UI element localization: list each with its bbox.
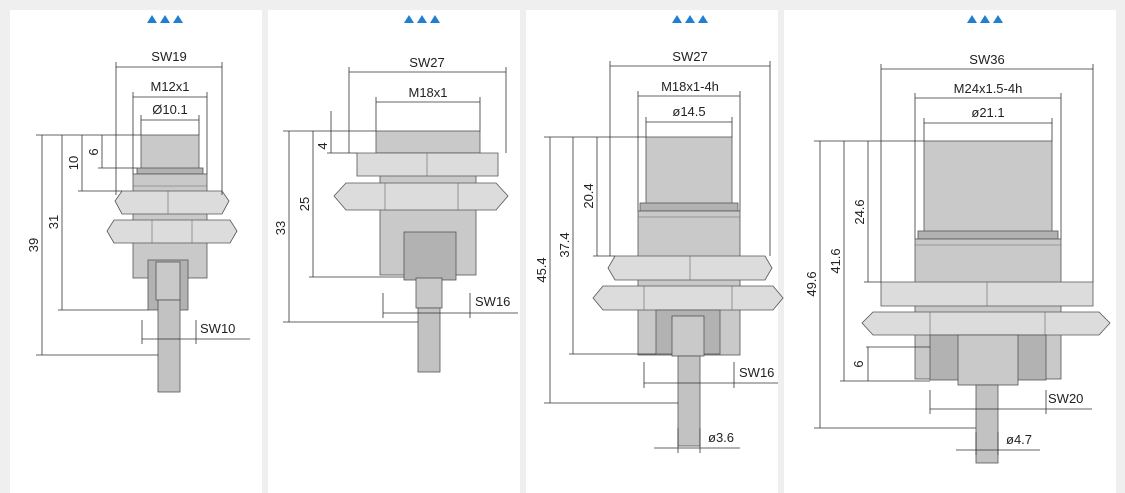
dim-total-length: 33	[273, 221, 288, 235]
dim-sw-head: SW19	[151, 49, 186, 64]
hex-nut-lower	[333, 182, 509, 211]
triangle-icon	[147, 15, 157, 23]
dim-sw-head: SW27	[409, 55, 444, 70]
cable-gland	[957, 334, 1019, 386]
cable-gland	[155, 261, 181, 301]
dim-sw-base: SW10	[200, 321, 235, 336]
triangle-icon	[993, 15, 1003, 23]
dim-sw-base: SW20	[1048, 391, 1083, 406]
dim-diameter: ø21.1	[971, 105, 1004, 120]
dim-base-height: 6	[851, 360, 866, 367]
hex-nut-upper	[356, 152, 499, 177]
dim-thread: M18x1-4h	[661, 79, 719, 94]
cable-gland	[415, 277, 443, 309]
sensor-m24-drawing: SW36 M24x1.5-4h ø21.1 49.6 41.6 24.6 6	[804, 52, 1111, 464]
dim-body-length: 25	[297, 197, 312, 211]
triangle-icon	[672, 15, 682, 23]
dim-body-length: 31	[46, 215, 61, 229]
triangle-icon	[685, 15, 695, 23]
triangle-icon	[980, 15, 990, 23]
triangle-icon	[430, 15, 440, 23]
sensor-head	[645, 136, 733, 208]
triangle-icon	[417, 15, 427, 23]
dim-sw-head: SW27	[672, 49, 707, 64]
sensor-head	[140, 134, 200, 173]
dim-body-length: 37.4	[557, 232, 572, 257]
sensor-m12-drawing: SW19 M12x1 Ø10.1 39 31 10 6	[26, 49, 250, 393]
cable-gland	[671, 315, 705, 357]
thread-ring	[917, 230, 1059, 240]
hex-nut-upper	[114, 190, 230, 215]
dim-diameter: Ø10.1	[152, 102, 187, 117]
cable	[417, 307, 441, 373]
triangle-icon	[967, 15, 977, 23]
dim-body-length: 41.6	[828, 248, 843, 273]
dim-sw-base: SW16	[739, 365, 774, 380]
dim-sw-base: SW16	[475, 294, 510, 309]
sensor-head	[923, 140, 1053, 236]
sensor-m18-short-drawing: SW27 M18x1 33 25 4 SW16	[273, 55, 518, 373]
sensor-m18-drawing: SW27 M18x1-4h ø14.5 45.4 37.4 20.4 SW16	[534, 49, 784, 453]
dim-thread: M18x1	[408, 85, 447, 100]
dim-cable-diameter: ø3.6	[708, 430, 734, 445]
hex-nut-lower	[106, 219, 238, 244]
dim-cable-diameter: ø4.7	[1006, 432, 1032, 447]
dim-total-length: 45.4	[534, 257, 549, 282]
cable	[677, 355, 701, 447]
dim-diameter: ø14.5	[672, 104, 705, 119]
dim-face-length: 6	[86, 148, 101, 155]
triangle-icon	[160, 15, 170, 23]
dim-sw-head: SW36	[969, 52, 1004, 67]
dim-head-length: 24.6	[852, 199, 867, 224]
triangle-icon	[404, 15, 414, 23]
dim-total-length: 49.6	[804, 271, 819, 296]
dim-head-length: 10	[66, 156, 81, 170]
triangle-icon	[173, 15, 183, 23]
dim-head-length: 20.4	[581, 183, 596, 208]
cable	[975, 384, 999, 464]
hex-nut-lower	[861, 311, 1111, 336]
sensor-base	[403, 231, 457, 281]
dim-thread: M12x1	[150, 79, 189, 94]
sensor-head	[375, 130, 481, 154]
dim-total-length: 39	[26, 238, 41, 252]
cable	[157, 299, 181, 393]
thread-ring	[639, 202, 739, 212]
triangle-icon	[698, 15, 708, 23]
thread-ring	[136, 167, 204, 175]
dim-thread: M24x1.5-4h	[954, 81, 1023, 96]
dim-face-length: 4	[315, 142, 330, 149]
hex-nut-lower	[592, 285, 784, 311]
